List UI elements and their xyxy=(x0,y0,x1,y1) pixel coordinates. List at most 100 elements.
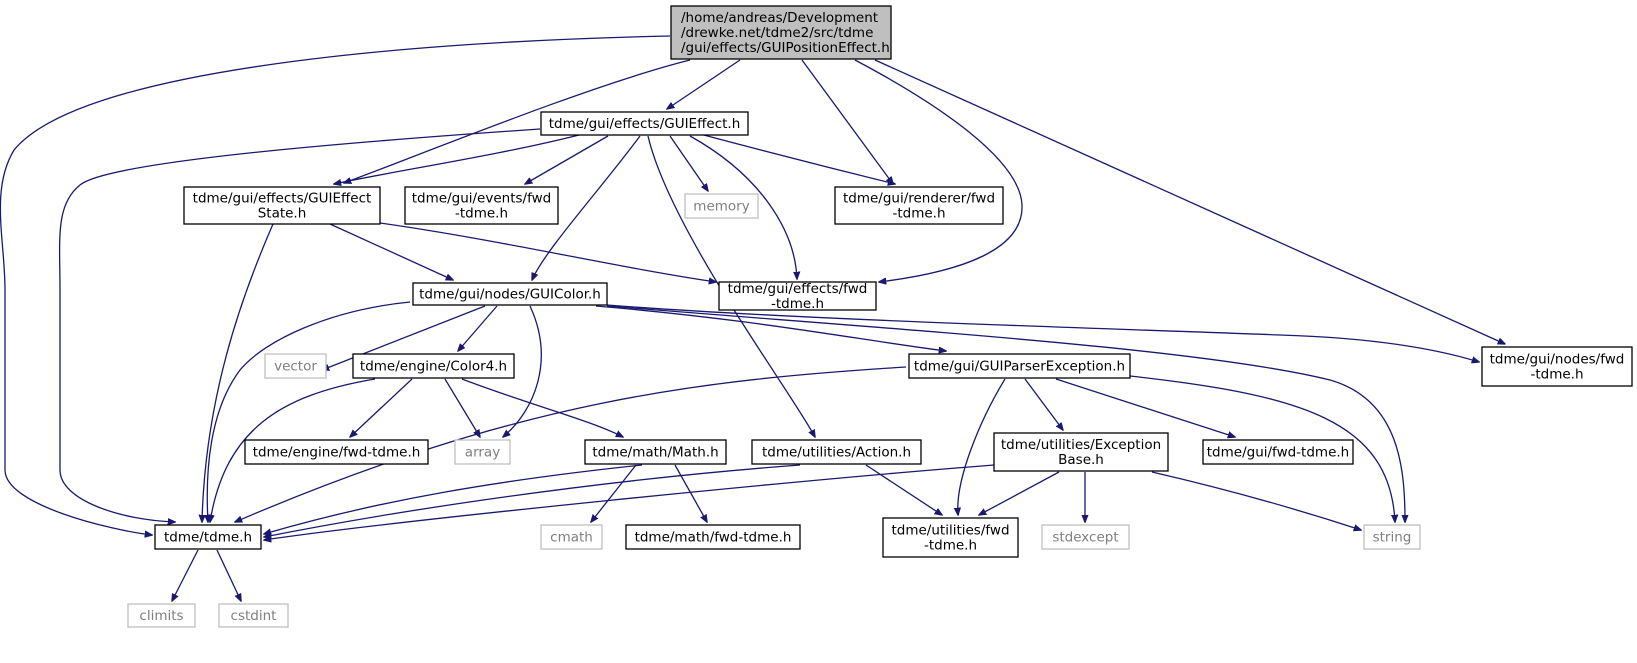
node-label-line: cmath xyxy=(550,530,593,546)
node-math[interactable]: tdme/math/Math.h xyxy=(584,439,727,465)
node-label-line: tdme/gui/nodes/GUIColor.h xyxy=(419,287,601,303)
edge-parser_exc-to-utilities_fwd xyxy=(958,378,1006,515)
node-label-line: -tdme.h xyxy=(771,296,824,312)
node-box xyxy=(244,439,429,465)
edge-gui_color-to-color4 xyxy=(458,305,498,351)
edge-gui_effect-to-gui_color xyxy=(532,135,641,280)
edge-action-to-tdme xyxy=(264,464,801,537)
node-label-line: tdme/gui/effects/fwd xyxy=(728,281,868,297)
node-box xyxy=(183,186,381,225)
edge-root-to-tdme xyxy=(0,35,671,535)
node-label-line: cstdint xyxy=(231,608,277,624)
node-math-fwd[interactable]: tdme/math/fwd-tdme.h xyxy=(625,524,801,550)
node-label-line: -tdme.h xyxy=(924,538,977,554)
node-array: array xyxy=(454,439,511,465)
node-label-line: tdme/gui/effects/GUIEffect xyxy=(193,191,372,207)
edge-parser_exc-to-exception_base xyxy=(1024,378,1063,430)
node-label-line: -tdme.h xyxy=(1530,367,1583,383)
node-label-line: tdme/utilities/Exception xyxy=(1001,437,1161,453)
node-memory: memory xyxy=(684,193,759,219)
node-box xyxy=(352,353,515,379)
node-gui-fwd[interactable]: tdme/gui/fwd-tdme.h xyxy=(1202,439,1354,465)
node-box xyxy=(412,282,608,306)
edge-root-to-gui_effect_state xyxy=(344,59,691,183)
node-label-line: tdme/gui/events/fwd xyxy=(412,191,551,207)
edge-gui_color-to-string xyxy=(606,305,1405,522)
node-engine-fwd[interactable]: tdme/engine/fwd-tdme.h xyxy=(244,439,429,465)
node-label-line: tdme/gui/effects/GUIEffect.h xyxy=(549,116,741,132)
node-box xyxy=(993,432,1169,472)
node-box xyxy=(454,439,511,465)
node-box xyxy=(540,111,749,136)
node-label-line: vector xyxy=(274,359,317,375)
graph-edges xyxy=(0,35,1505,601)
node-label-line: -tdme.h xyxy=(892,206,945,222)
node-label-line: tdme/utilities/fwd xyxy=(891,523,1009,539)
node-climits: climits xyxy=(127,603,196,628)
node-nodes-fwd[interactable]: tdme/gui/nodes/fwd-tdme.h xyxy=(1481,346,1633,387)
node-box xyxy=(584,439,727,465)
node-label-line: tdme/math/Math.h xyxy=(592,445,718,461)
edge-gui_effect-to-gui_effect_state xyxy=(334,134,580,184)
node-box xyxy=(218,603,289,628)
node-box xyxy=(718,281,877,311)
edge-math-to-math_fwd xyxy=(674,464,707,522)
edge-gui_color-to-parser_exc xyxy=(595,305,946,351)
node-box xyxy=(540,524,603,550)
node-action[interactable]: tdme/utilities/Action.h xyxy=(751,439,922,465)
node-label-line: tdme/gui/nodes/fwd xyxy=(1490,352,1625,368)
node-box xyxy=(670,5,892,60)
node-label-line: tdme/engine/Color4.h xyxy=(360,359,507,375)
node-label-line: tdme/gui/GUIParserException.h xyxy=(914,359,1125,375)
node-effects-fwd[interactable]: tdme/gui/effects/fwd-tdme.h xyxy=(718,281,877,312)
edge-root-to-nodes_fwd xyxy=(874,59,1505,344)
node-gui-effect[interactable]: tdme/gui/effects/GUIEffect.h xyxy=(540,111,749,136)
node-label-line: climits xyxy=(139,608,183,624)
node-renderer-fwd[interactable]: tdme/gui/renderer/fwd-tdme.h xyxy=(834,186,1004,225)
node-gui-color[interactable]: tdme/gui/nodes/GUIColor.h xyxy=(412,282,608,306)
edge-root-to-effects_fwd xyxy=(854,59,1023,282)
node-label-line: tdme/tdme.h xyxy=(164,530,252,546)
edge-gui_effect-to-memory xyxy=(669,135,708,191)
edge-parser_exc-to-gui_fwd xyxy=(1055,378,1235,437)
node-label-line: memory xyxy=(693,199,749,215)
node-box xyxy=(882,517,1019,558)
edge-color4-to-engine_fwd xyxy=(350,378,413,437)
node-box xyxy=(908,353,1131,379)
node-box xyxy=(1363,524,1421,550)
node-box xyxy=(684,193,759,219)
edge-math-to-tdme xyxy=(264,464,643,534)
edge-exception_base-to-tdme xyxy=(264,464,995,540)
edge-gui_effect_state-to-tdme xyxy=(202,223,274,522)
node-label-line: -tdme.h xyxy=(455,206,508,222)
edge-tdme-to-climits xyxy=(172,549,199,601)
edge-math-to-cmath xyxy=(591,464,637,522)
edge-gui_effect_state-to-effects_fwd xyxy=(379,222,716,282)
node-root[interactable]: /home/andreas/Development/drewke.net/tdm… xyxy=(670,5,892,60)
node-box xyxy=(834,186,1004,225)
node-vector: vector xyxy=(264,353,327,379)
node-utilities-fwd[interactable]: tdme/utilities/fwd-tdme.h xyxy=(882,517,1019,558)
edge-parser_exc-to-string xyxy=(1129,375,1395,522)
edge-root-to-gui_effect xyxy=(667,59,741,109)
edge-exception_base-to-utilities_fwd xyxy=(979,471,1060,515)
node-parser-exc[interactable]: tdme/gui/GUIParserException.h xyxy=(908,353,1131,379)
node-label-line: tdme/engine/fwd-tdme.h xyxy=(253,445,421,461)
node-tdme[interactable]: tdme/tdme.h xyxy=(154,524,262,550)
edge-gui_color-to-vector xyxy=(322,305,486,370)
edge-gui_effect-to-renderer_fwd xyxy=(699,133,895,184)
edge-gui_effect_state-to-gui_color xyxy=(329,223,453,280)
node-label-line: /drewke.net/tdme2/src/tdme xyxy=(681,25,873,41)
node-events-fwd[interactable]: tdme/gui/events/fwd-tdme.h xyxy=(404,186,559,225)
edge-gui_color-to-array xyxy=(503,305,542,437)
edge-gui_effect-to-tdme xyxy=(58,128,541,522)
node-cmath: cmath xyxy=(540,524,603,550)
edge-tdme-to-cstdint xyxy=(216,549,241,601)
node-box xyxy=(1041,524,1130,550)
edge-gui_effect-to-effects_fwd xyxy=(689,135,797,279)
edge-gui_color-to-tdme xyxy=(207,301,411,522)
node-color4[interactable]: tdme/engine/Color4.h xyxy=(352,353,515,379)
